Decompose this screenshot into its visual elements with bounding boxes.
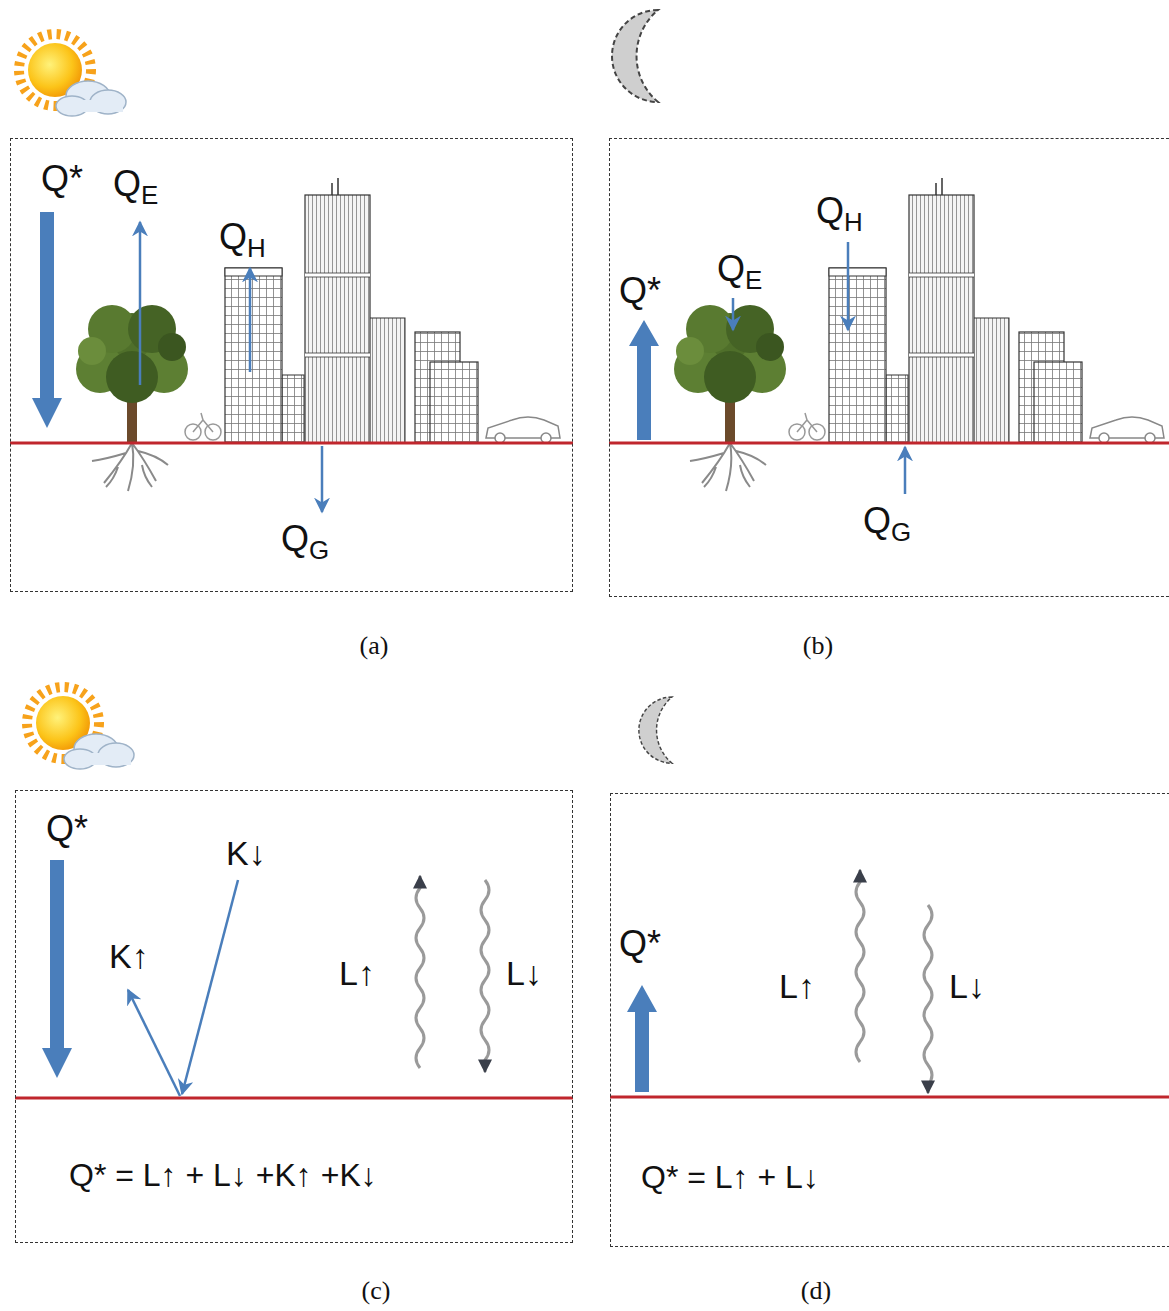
sun-icon: [19, 34, 126, 116]
city-illustration: [789, 178, 1164, 443]
moon-icon: [612, 10, 658, 102]
panel-frame: Q*QEQHQG(a): [10, 138, 573, 592]
flux-label: QH: [816, 193, 863, 236]
panel-frame: Q*L↑L↓Q* = L↑ + L↓(d): [610, 793, 1169, 1247]
panel-caption: (b): [803, 633, 833, 659]
flux-label: L↓: [949, 969, 985, 1003]
panel-caption: (a): [360, 633, 389, 659]
tree-illustration: [76, 305, 188, 491]
flux-label: Q*: [41, 161, 83, 197]
net-radiation-arrow: [32, 212, 659, 1092]
panel-caption: (c): [362, 1278, 391, 1304]
longwave-arrow: [416, 870, 932, 1093]
sun-icon: [27, 687, 134, 769]
flux-label: K↑: [109, 939, 149, 973]
flux-label: K↓: [226, 836, 266, 870]
flux-label: L↑: [339, 956, 375, 990]
panel-frame: Q*K↑K↓L↑L↓Q* = L↑ + L↓ +K↑ +K↓(c): [15, 790, 573, 1243]
flux-label: QE: [717, 251, 762, 294]
panel-frame: Q*QEQHQG(b): [609, 138, 1169, 597]
energy-equation: Q* = L↑ + L↓ +K↑ +K↓: [69, 1159, 377, 1191]
flux-label: Q*: [619, 926, 661, 962]
flux-arrow: [128, 222, 905, 1096]
energy-equation: Q* = L↑ + L↓: [641, 1161, 819, 1193]
flux-label: QG: [281, 521, 329, 564]
flux-label: QG: [863, 503, 911, 546]
city-illustration: [185, 178, 560, 443]
ground-line: [10, 443, 1169, 1098]
panel-caption: (d): [801, 1278, 831, 1304]
tree-illustration: [674, 305, 786, 491]
flux-label: Q*: [619, 273, 661, 309]
flux-label: QH: [219, 219, 266, 262]
flux-label: Q*: [46, 811, 88, 847]
flux-label: L↓: [506, 956, 542, 990]
flux-label: QE: [113, 166, 158, 209]
flux-label: L↑: [779, 969, 815, 1003]
moon-icon: [639, 697, 672, 763]
